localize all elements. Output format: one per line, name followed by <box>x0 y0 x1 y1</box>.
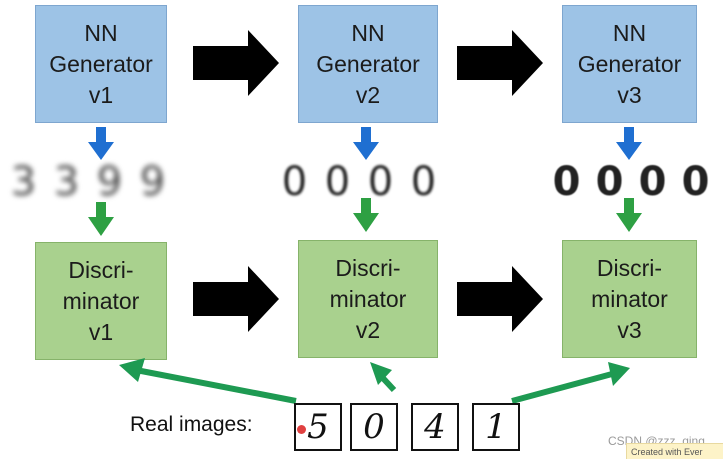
discriminator-v3-line3: v3 <box>617 316 642 343</box>
generated-digit: 0 <box>595 159 624 205</box>
generator-v2-line2: Generator <box>316 50 420 77</box>
discriminator-v1-line1: Discri- <box>68 256 134 283</box>
generated-digit: 9 <box>96 159 123 205</box>
blue-down-arrow-v1 <box>88 127 114 160</box>
big-arrow-gen-1-2 <box>193 30 279 96</box>
green-down-arrow-v3 <box>616 198 642 232</box>
real-image-digit: 4 <box>424 407 446 447</box>
cursor-dot <box>297 425 306 434</box>
real-image-cell: 4 <box>411 403 459 451</box>
real-arrow-to-v1-line <box>135 367 297 404</box>
generated-digit: 0 <box>324 159 351 205</box>
discriminator-v2-line3: v2 <box>355 316 381 343</box>
generated-samples-v3: 0 0 0 0 <box>545 157 717 207</box>
generated-digit: 0 <box>410 159 437 205</box>
real-arrow-to-v3-head <box>608 362 630 386</box>
real-images-label: Real images: <box>130 413 253 436</box>
generator-v2-line1: NN <box>351 19 385 46</box>
generator-v3-box: NN Generator v3 <box>562 5 697 123</box>
generated-digit: 3 <box>10 159 37 205</box>
real-arrow-to-v2-head <box>370 362 392 385</box>
real-image-cell: 5 <box>294 403 342 451</box>
generator-v1-line3: v1 <box>88 81 114 108</box>
real-image-cell: 0 <box>350 403 398 451</box>
discriminator-v1-box: Discri- minator v1 <box>35 242 167 360</box>
blue-down-arrow-v3 <box>616 127 642 160</box>
big-arrow-disc-1-2 <box>193 266 279 332</box>
generated-samples-v2: 0 0 0 0 <box>273 157 445 207</box>
blue-down-arrow-v2 <box>353 127 379 160</box>
discriminator-v3-line1: Discri- <box>596 254 663 281</box>
real-arrow-to-v3-line <box>511 371 613 404</box>
real-image-digit: 1 <box>485 407 507 447</box>
real-image-cell: 1 <box>472 403 520 451</box>
generator-v1-line2: Generator <box>49 50 153 77</box>
generated-digit: 0 <box>281 159 308 205</box>
big-arrow-disc-2-3 <box>457 266 543 332</box>
discriminator-v2-line1: Discri- <box>335 254 401 281</box>
created-with-tag: Created with Ever <box>626 443 723 459</box>
green-down-arrow-v2 <box>353 198 379 232</box>
generated-digit: 0 <box>638 159 667 205</box>
generated-digit: 0 <box>552 159 581 205</box>
discriminator-v1-line2: minator <box>62 287 140 314</box>
generator-v3-line2: Generator <box>577 50 682 77</box>
real-image-digit: 0 <box>363 407 385 447</box>
generator-v2-box: NN Generator v2 <box>298 5 438 123</box>
generator-v2-line3: v2 <box>355 81 381 108</box>
generated-samples-v1: 3 3 9 9 <box>2 157 174 207</box>
discriminator-v2-box: Discri- minator v2 <box>298 240 438 358</box>
generated-digit: 0 <box>681 159 710 205</box>
real-image-digit: 5 <box>307 407 329 447</box>
generated-digit: 0 <box>367 159 394 205</box>
generated-digit: 3 <box>53 159 80 205</box>
discriminator-v3-box: Discri- minator v3 <box>562 240 697 358</box>
generator-v1-line1: NN <box>84 19 118 46</box>
generator-v3-line1: NN <box>612 19 647 46</box>
generator-v1-box: NN Generator v1 <box>35 5 167 123</box>
discriminator-v3-line2: minator <box>591 285 668 312</box>
discriminator-v2-line2: minator <box>329 285 407 312</box>
generated-digit: 9 <box>139 159 166 205</box>
generator-v3-line3: v3 <box>617 81 642 108</box>
big-arrow-gen-2-3 <box>457 30 543 96</box>
discriminator-v1-line3: v1 <box>88 318 114 345</box>
green-down-arrow-v1 <box>88 202 114 236</box>
real-arrow-to-v1-head <box>119 358 145 382</box>
